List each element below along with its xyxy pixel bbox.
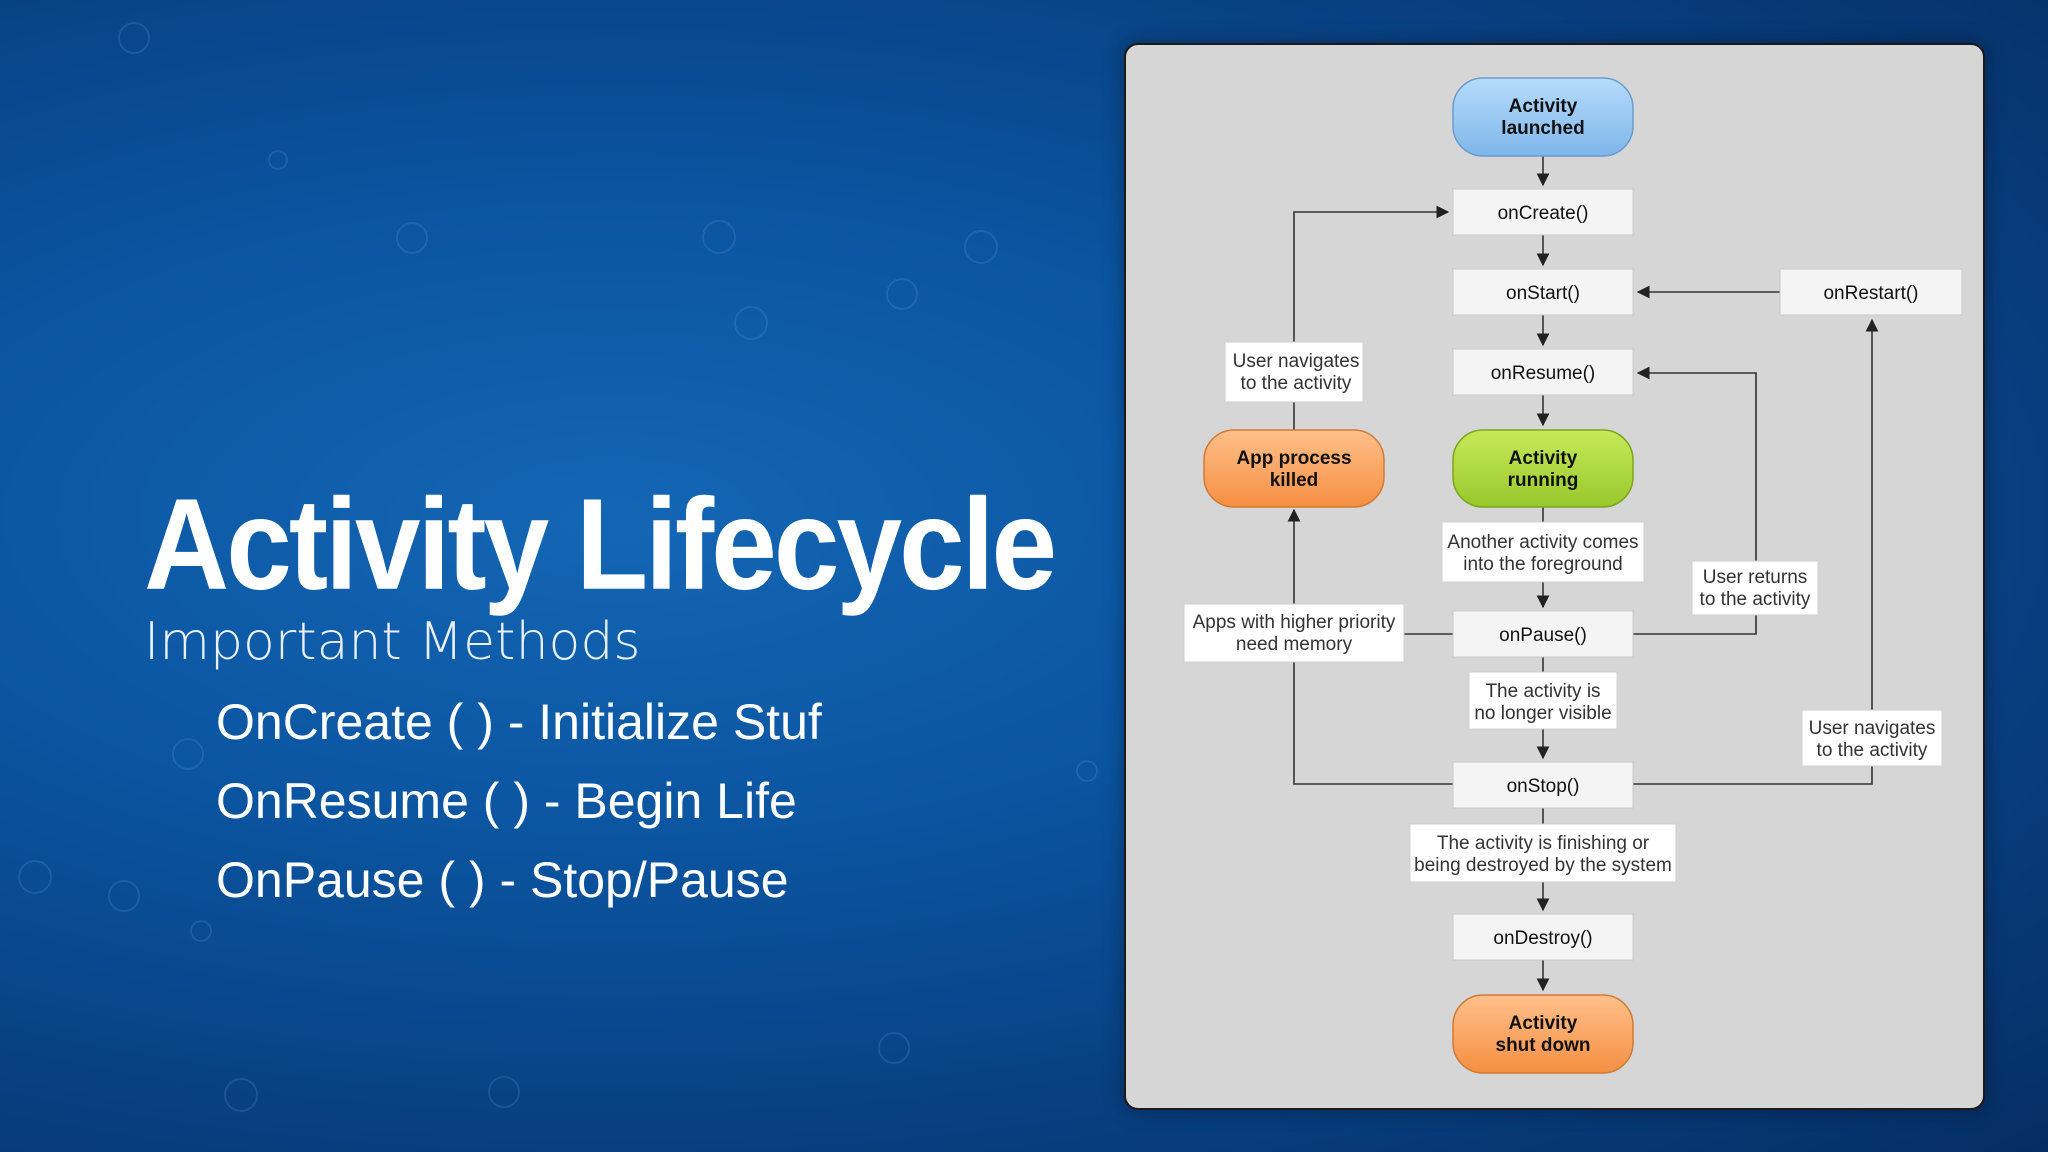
- svg-text:User navigates: User navigates: [1233, 351, 1360, 372]
- callback-onresume: onResume(): [1452, 348, 1634, 396]
- method-item-onresume: OnResume ( ) - Begin Life: [216, 773, 797, 829]
- svg-text:onPause(): onPause(): [1499, 625, 1587, 646]
- background-bubble: [488, 1076, 520, 1108]
- svg-text:to the activity: to the activity: [1817, 740, 1928, 761]
- svg-text:shut down: shut down: [1496, 1035, 1591, 1056]
- note-another-activity: Another activity comes into the foregrou…: [1441, 521, 1645, 583]
- background-bubble: [1076, 760, 1098, 782]
- svg-text:no longer visible: no longer visible: [1474, 703, 1611, 724]
- state-app-process-killed: App process killed: [1203, 429, 1385, 508]
- svg-text:onRestart(): onRestart(): [1823, 283, 1918, 304]
- svg-text:The activity is finishing or: The activity is finishing or: [1437, 833, 1650, 854]
- state-activity-launched: Activity launched: [1452, 77, 1634, 157]
- background-bubble: [396, 222, 428, 254]
- background-bubble: [172, 738, 204, 770]
- state-activity-shut-down: Activity shut down: [1452, 994, 1634, 1074]
- method-item-onpause: OnPause ( ) - Stop/Pause: [216, 852, 789, 908]
- callback-oncreate: onCreate(): [1452, 188, 1634, 236]
- callback-onrestart: onRestart(): [1779, 268, 1963, 316]
- background-bubble: [224, 1078, 258, 1112]
- background-bubble: [964, 230, 998, 264]
- svg-text:Another activity comes: Another activity comes: [1447, 532, 1638, 553]
- svg-text:The activity is: The activity is: [1485, 681, 1600, 702]
- callback-onpause: onPause(): [1452, 610, 1634, 658]
- svg-text:killed: killed: [1270, 470, 1319, 491]
- slide-text-area: Activity Lifecycle Important Methods OnC…: [144, 472, 1057, 908]
- state-activity-running: Activity running: [1452, 429, 1634, 508]
- svg-text:Activity: Activity: [1509, 96, 1578, 117]
- callback-onstart: onStart(): [1452, 268, 1634, 316]
- note-user-returns: User returns to the activity: [1691, 560, 1819, 616]
- note-higher-priority: Apps with higher priority need memory: [1183, 603, 1405, 663]
- callback-ondestroy: onDestroy(): [1452, 913, 1634, 961]
- background-bubble: [268, 150, 288, 170]
- svg-text:to the activity: to the activity: [1700, 589, 1811, 610]
- background-bubble: [702, 220, 736, 254]
- note-user-navigates-right: User navigates to the activity: [1801, 709, 1943, 767]
- note-no-longer-visible: The activity is no longer visible: [1468, 671, 1618, 730]
- background-bubble: [190, 920, 212, 942]
- svg-text:into the foreground: into the foreground: [1463, 554, 1623, 575]
- svg-text:to the activity: to the activity: [1241, 373, 1352, 394]
- background-bubble: [734, 306, 768, 340]
- svg-text:launched: launched: [1501, 118, 1584, 139]
- diagram-connectors: [1287, 156, 1879, 992]
- svg-text:being destroyed by the system: being destroyed by the system: [1414, 855, 1672, 876]
- svg-text:onStart(): onStart(): [1506, 283, 1580, 304]
- svg-text:Activity: Activity: [1509, 448, 1578, 469]
- svg-text:User returns: User returns: [1703, 567, 1808, 588]
- svg-text:onCreate(): onCreate(): [1498, 203, 1589, 224]
- svg-text:onResume(): onResume(): [1491, 363, 1596, 384]
- background-bubble: [18, 860, 52, 894]
- note-user-navigates-left: User navigates to the activity: [1224, 341, 1364, 403]
- callback-onstop: onStop(): [1452, 761, 1634, 809]
- slide-title: Activity Lifecycle: [144, 472, 1057, 618]
- svg-text:need memory: need memory: [1236, 634, 1353, 655]
- svg-text:running: running: [1508, 470, 1579, 491]
- svg-text:Apps with higher priority: Apps with higher priority: [1193, 612, 1396, 633]
- svg-text:onDestroy(): onDestroy(): [1493, 928, 1592, 949]
- background-bubble: [108, 880, 140, 912]
- svg-text:onStop(): onStop(): [1507, 776, 1580, 797]
- svg-text:App process: App process: [1236, 448, 1351, 469]
- svg-text:User navigates: User navigates: [1809, 718, 1936, 739]
- background-bubble: [886, 278, 918, 310]
- method-item-oncreate: OnCreate ( ) - Initialize Stuf: [216, 694, 822, 750]
- background-bubble: [878, 1032, 910, 1064]
- background-bubble: [118, 22, 150, 54]
- note-finishing: The activity is finishing or being destr…: [1409, 823, 1677, 883]
- svg-text:Activity: Activity: [1509, 1013, 1578, 1034]
- slide-subtitle: Important Methods: [144, 612, 641, 672]
